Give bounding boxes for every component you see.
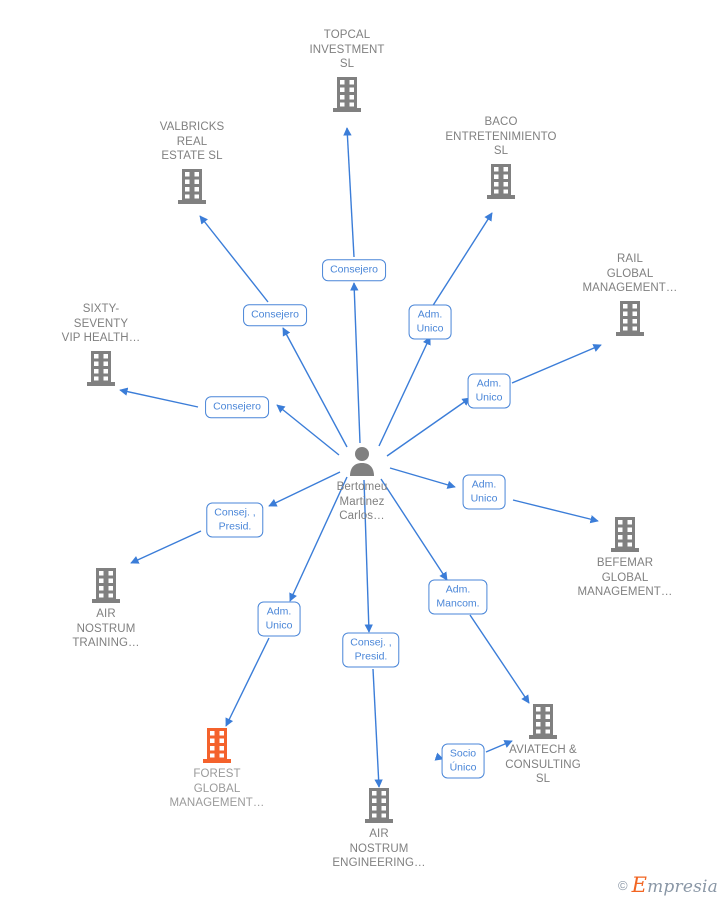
edge-label-valbricks[interactable]: Consejero bbox=[243, 304, 307, 326]
node-rail-global-management[interactable]: RAIL GLOBAL MANAGEMENT… bbox=[555, 252, 705, 337]
edge-label-baco[interactable]: Adm. Unico bbox=[408, 304, 452, 340]
node-label: AIR NOSTRUM ENGINEERING… bbox=[332, 828, 426, 869]
node-label: BEFEMAR GLOBAL MANAGEMENT… bbox=[577, 557, 673, 598]
node-label: VALBRICKS REAL ESTATE SL bbox=[159, 121, 225, 162]
building-icon bbox=[608, 515, 642, 553]
node-topcal-investment-sl[interactable]: TOPCAL INVESTMENT SL bbox=[272, 28, 422, 113]
building-icon bbox=[613, 299, 647, 337]
node-label: FOREST GLOBAL MANAGEMENT… bbox=[169, 768, 265, 809]
edge-line-valbricks-2 bbox=[199, 215, 269, 303]
watermark: © Empresia bbox=[618, 873, 718, 897]
building-icon bbox=[484, 162, 518, 200]
node-air-nostrum-engineering[interactable]: AIR NOSTRUM ENGINEERING… bbox=[304, 786, 454, 871]
edge-line-forest-2 bbox=[225, 637, 270, 727]
node-forest-global-management[interactable]: FOREST GLOBAL MANAGEMENT… bbox=[142, 726, 292, 811]
building-icon bbox=[200, 726, 234, 764]
node-label: AVIATECH & CONSULTING SL bbox=[505, 744, 581, 785]
edge-label-sixty-seventy[interactable]: Consejero bbox=[205, 396, 269, 418]
node-label: BACO ENTRETENIMIENTO SL bbox=[445, 116, 557, 157]
node-label: Bertomeu Martinez Carlos… bbox=[336, 481, 388, 522]
building-icon bbox=[362, 786, 396, 824]
building-icon bbox=[84, 349, 118, 387]
node-valbricks-real-estate-sl[interactable]: VALBRICKS REAL ESTATE SL bbox=[117, 120, 267, 205]
node-sixty-seventy-vip-health[interactable]: SIXTY- SEVENTY VIP HEALTH… bbox=[26, 302, 176, 387]
edge-line-baco-2 bbox=[431, 212, 493, 308]
node-label: TOPCAL INVESTMENT SL bbox=[309, 29, 385, 70]
node-befemar-global-management[interactable]: BEFEMAR GLOBAL MANAGEMENT… bbox=[550, 515, 700, 600]
edge-line-topcal bbox=[350, 282, 361, 444]
edge-label-air-nostrum-engineering[interactable]: Consej. , Presid. bbox=[342, 632, 400, 668]
copyright-icon: © bbox=[617, 877, 628, 893]
node-label: SIXTY- SEVENTY VIP HEALTH… bbox=[61, 303, 141, 344]
edge-line-aviatech-2 bbox=[469, 614, 530, 704]
node-label: AIR NOSTRUM TRAINING… bbox=[72, 608, 140, 649]
person-icon bbox=[346, 445, 378, 477]
building-icon bbox=[175, 167, 209, 205]
edge-line-antraining-2 bbox=[130, 530, 202, 564]
edge-line-anengineering-2 bbox=[372, 668, 383, 788]
watermark-brand-rest: mpresia bbox=[647, 877, 718, 897]
edge-label-air-nostrum-training[interactable]: Consej. , Presid. bbox=[206, 502, 264, 538]
node-aviatech-consulting-sl[interactable]: AVIATECH & CONSULTING SL bbox=[468, 702, 618, 787]
edge-line-sixty-2 bbox=[119, 387, 199, 408]
node-label: RAIL GLOBAL MANAGEMENT… bbox=[582, 253, 678, 294]
building-icon bbox=[89, 566, 123, 604]
edge-label-aviatech[interactable]: Adm. Mancom. bbox=[428, 579, 488, 615]
edge-line-baco bbox=[378, 336, 431, 447]
watermark-brand: Empresia bbox=[632, 873, 718, 897]
node-baco-entretenimiento-sl[interactable]: BACO ENTRETENIMIENTO SL bbox=[426, 115, 576, 200]
node-center-person[interactable]: Bertomeu Martinez Carlos… bbox=[287, 445, 437, 524]
edge-label-forest[interactable]: Adm. Unico bbox=[257, 601, 301, 637]
building-icon bbox=[526, 702, 560, 740]
edge-label-rail[interactable]: Adm. Unico bbox=[467, 373, 511, 409]
edge-line-valbricks bbox=[282, 327, 348, 448]
edge-label-topcal[interactable]: Consejero bbox=[322, 259, 386, 281]
node-air-nostrum-training[interactable]: AIR NOSTRUM TRAINING… bbox=[31, 566, 181, 651]
edge-label-forest-aviatech[interactable]: Socio Único bbox=[441, 743, 485, 779]
building-icon bbox=[330, 75, 364, 113]
watermark-brand-initial: E bbox=[631, 873, 648, 897]
edge-line-topcal-2 bbox=[343, 127, 355, 258]
edge-label-befemar[interactable]: Adm. Unico bbox=[462, 474, 506, 510]
edge-line-rail-2 bbox=[511, 344, 602, 384]
